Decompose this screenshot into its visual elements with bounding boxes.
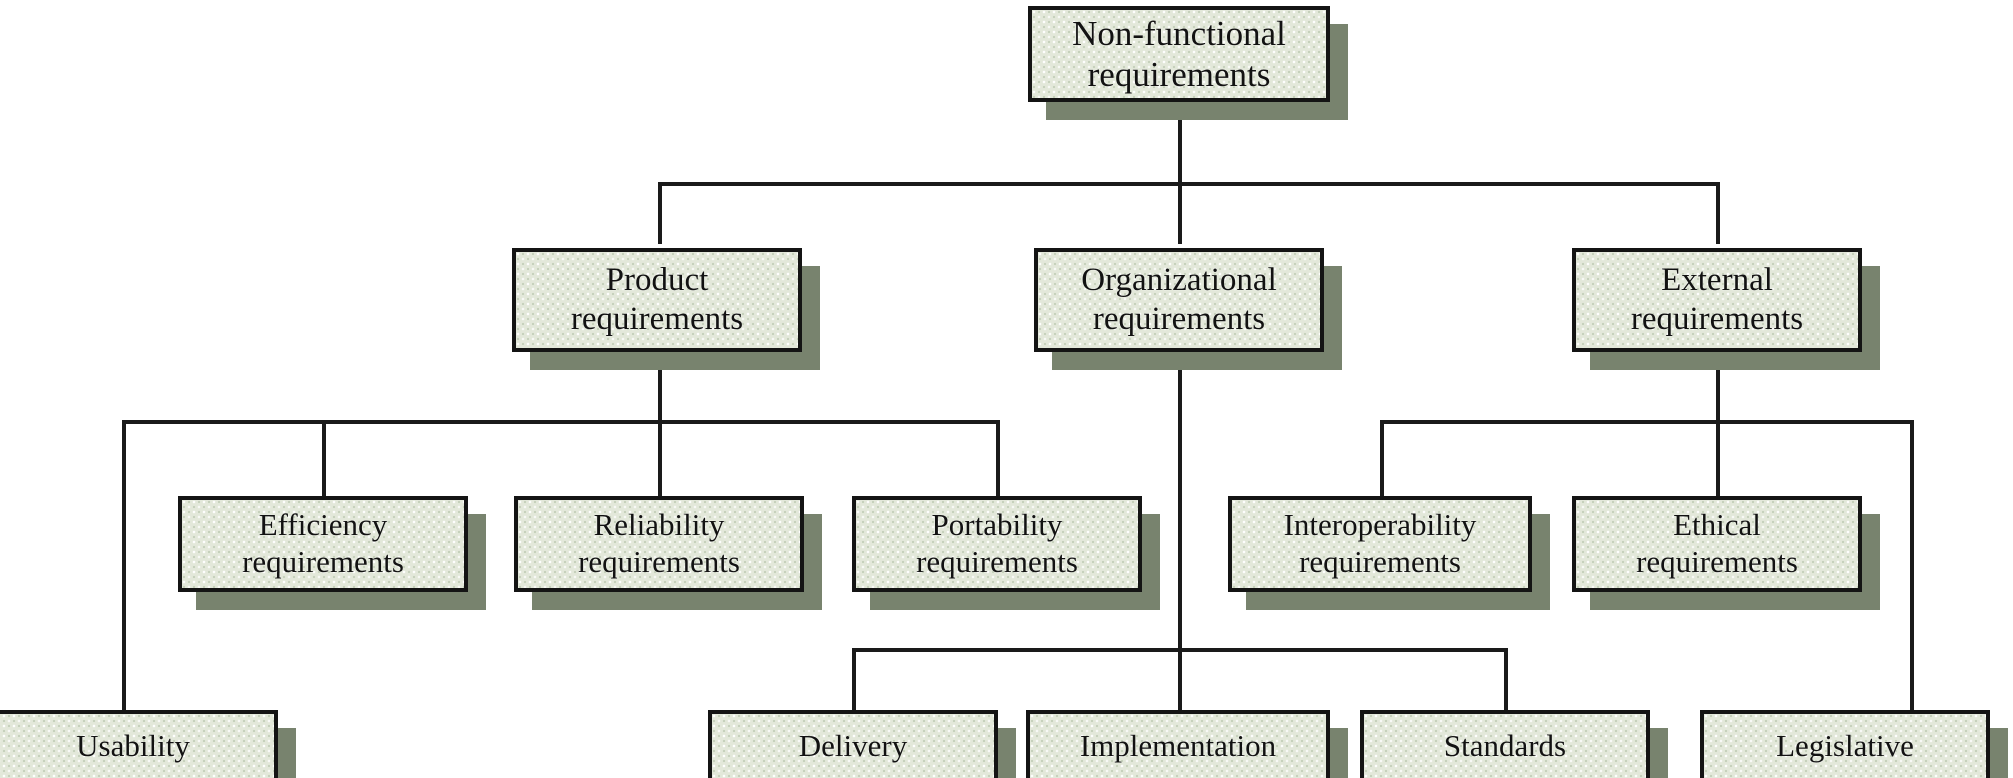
node-label-line1: Implementation <box>1079 728 1277 763</box>
edge-drop-interoperability <box>1380 420 1384 496</box>
edge-drop-portability <box>996 420 1000 496</box>
edge-external-bus <box>1380 420 1914 424</box>
node-box: Implementation <box>1026 710 1330 778</box>
node-efficiency-requirements[interactable]: Efficiency requirements <box>178 496 486 610</box>
edge-drop-implementation <box>1178 648 1182 710</box>
edge-drop-reliability <box>658 420 662 496</box>
node-external-requirements[interactable]: External requirements <box>1572 248 1880 370</box>
node-box: Product requirements <box>512 248 802 352</box>
node-reliability-requirements[interactable]: Reliability requirements <box>514 496 822 610</box>
node-implementation[interactable]: Implementation <box>1026 710 1348 778</box>
node-label-line2: requirements <box>916 544 1078 579</box>
node-box: Standards <box>1360 710 1650 778</box>
node-label-line1: Delivery <box>798 728 908 763</box>
node-label-line1: Reliability <box>593 507 725 543</box>
node-label-line2: requirements <box>1299 544 1461 579</box>
node-label-line1: Standards <box>1443 728 1567 763</box>
node-ethical-requirements[interactable]: Ethical requirements <box>1572 496 1880 610</box>
edge-drop-usability <box>122 420 126 710</box>
node-label-line2: requirements <box>570 301 744 337</box>
edge-root-stem <box>1178 98 1182 184</box>
node-box: Portability requirements <box>852 496 1142 592</box>
node-box: Delivery <box>708 710 998 778</box>
node-label-line1: Organizational <box>1081 262 1277 299</box>
node-label-line1: External <box>1661 262 1773 299</box>
node-label-line2: requirements <box>1630 301 1804 337</box>
node-box: Usability <box>0 710 278 778</box>
node-box: Reliability requirements <box>514 496 804 592</box>
node-product-requirements[interactable]: Product requirements <box>512 248 820 370</box>
edge-drop-standards <box>1504 648 1508 710</box>
edge-level2-bus <box>658 182 1720 186</box>
edge-drop-efficiency <box>322 420 326 496</box>
edge-external-stem <box>1716 352 1720 422</box>
node-label-line2: requirements <box>1636 544 1798 579</box>
node-box: Ethical requirements <box>1572 496 1862 592</box>
node-box: Organizational requirements <box>1034 248 1324 352</box>
node-interoperability-requirements[interactable]: Interoperability requirements <box>1228 496 1550 610</box>
node-legislative[interactable]: Legislative <box>1700 710 2008 778</box>
node-box: Interoperability requirements <box>1228 496 1532 592</box>
node-label-line2: requirements <box>1087 55 1271 94</box>
node-label-line2: requirements <box>242 544 404 579</box>
node-label-line1: Non-functional <box>1072 13 1286 53</box>
node-label-line2: requirements <box>1092 301 1266 337</box>
node-portability-requirements[interactable]: Portability requirements <box>852 496 1160 610</box>
edge-organizational-stem <box>1178 352 1182 652</box>
node-box: External requirements <box>1572 248 1862 352</box>
edge-drop-ethical <box>1716 420 1720 496</box>
edge-drop-product <box>658 182 662 244</box>
node-label-line1: Interoperability <box>1283 507 1477 543</box>
node-organizational-requirements[interactable]: Organizational requirements <box>1034 248 1342 370</box>
edge-product-stem <box>658 352 662 422</box>
node-label-line1: Usability <box>76 728 190 763</box>
node-label-line1: Ethical <box>1673 507 1761 543</box>
node-label-line2: requirements <box>578 544 740 579</box>
node-box: Efficiency requirements <box>178 496 468 592</box>
edge-drop-legislative <box>1910 420 1914 710</box>
node-non-functional-requirements[interactable]: Non-functional requirements <box>1028 6 1348 120</box>
node-label-line1: Legislative <box>1776 728 1914 763</box>
node-usability[interactable]: Usability <box>0 710 296 778</box>
edge-drop-external <box>1716 182 1720 244</box>
node-standards[interactable]: Standards <box>1360 710 1668 778</box>
node-label-line1: Efficiency <box>258 507 388 543</box>
edge-drop-organizational <box>1178 182 1182 244</box>
node-label-line1: Product <box>605 262 709 299</box>
edge-product-bus <box>122 420 1000 424</box>
node-box: Non-functional requirements <box>1028 6 1330 102</box>
node-label-line1: Portability <box>931 507 1063 543</box>
edge-drop-delivery <box>852 648 856 710</box>
node-box: Legislative <box>1700 710 1990 778</box>
node-delivery[interactable]: Delivery <box>708 710 1016 778</box>
